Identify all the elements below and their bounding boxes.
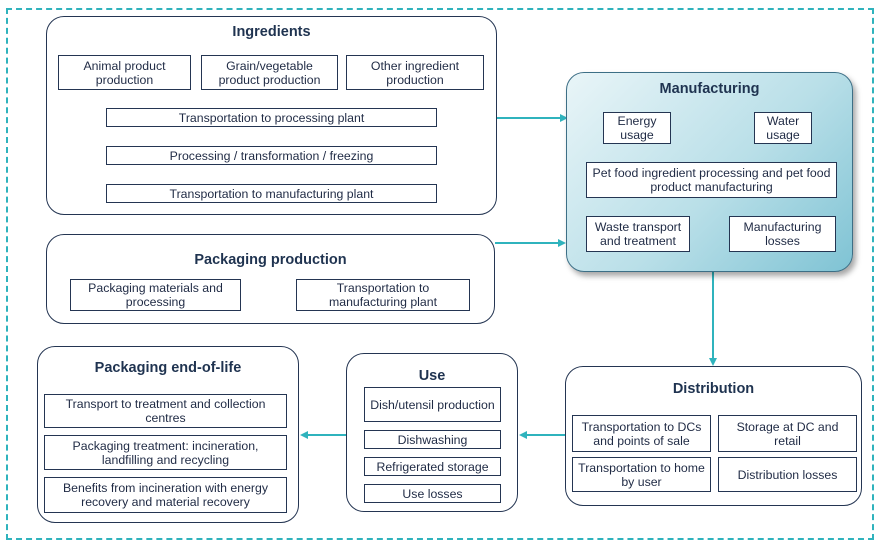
packaging-transport-box: Transportation to manufacturing plant — [296, 279, 470, 311]
packaging-production-title: Packaging production — [194, 252, 347, 268]
animal-production-box: Animal product production — [58, 55, 191, 90]
distribution-losses-box: Distribution losses — [718, 457, 857, 492]
use-title: Use — [418, 368, 446, 384]
transport-processing-box: Transportation to processing plant — [106, 108, 437, 127]
pet-food-processing-box: Pet food ingredient processing and pet f… — [586, 162, 837, 198]
outer-frame — [6, 8, 874, 540]
processing-box: Processing / transformation / freezing — [106, 146, 437, 165]
storage-dc-box: Storage at DC and retail — [718, 415, 857, 452]
eol-benefits-box: Benefits from incineration with energy r… — [44, 477, 287, 513]
waste-transport-box: Waste transport and treatment — [586, 216, 690, 252]
grain-production-box: Grain/vegetable product production — [201, 55, 338, 90]
use-losses-box: Use losses — [364, 484, 501, 503]
manufacturing-title: Manufacturing — [659, 81, 760, 97]
packaging-materials-box: Packaging materials and processing — [70, 279, 241, 311]
eol-treatment-box: Packaging treatment: incineration, landf… — [44, 435, 287, 470]
eol-transport-box: Transport to treatment and collection ce… — [44, 394, 287, 428]
transport-manufacturing-box: Transportation to manufacturing plant — [106, 184, 437, 203]
distribution-title: Distribution — [672, 381, 755, 397]
refrigerated-storage-box: Refrigerated storage — [364, 457, 501, 476]
water-usage-box: Water usage — [754, 112, 812, 144]
manufacturing-losses-box: Manufacturing losses — [729, 216, 836, 252]
other-ingredient-box: Other ingredient production — [346, 55, 484, 90]
packaging-eol-title: Packaging end-of-life — [94, 360, 242, 376]
transport-dcs-box: Transportation to DCs and points of sale — [572, 415, 711, 452]
ingredients-title: Ingredients — [232, 24, 311, 40]
energy-usage-box: Energy usage — [603, 112, 671, 144]
transport-home-box: Transportation to home by user — [572, 457, 711, 492]
dish-utensil-box: Dish/utensil production — [364, 387, 501, 422]
dishwashing-box: Dishwashing — [364, 430, 501, 449]
